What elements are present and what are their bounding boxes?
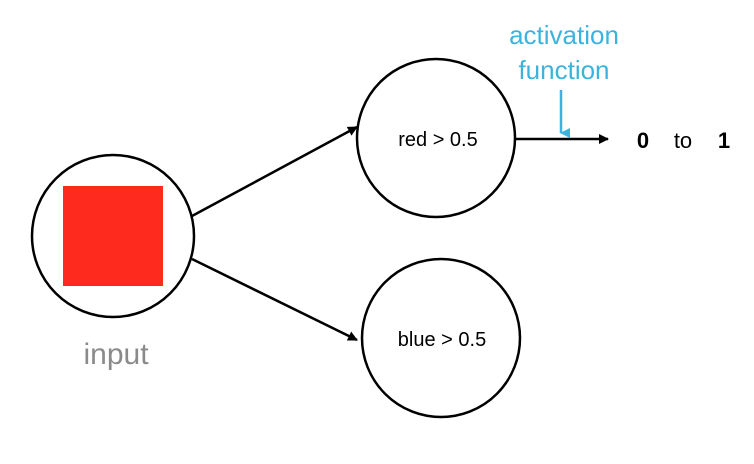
blue-threshold-node: blue > 0.5: [360, 257, 522, 419]
output-range-low: 0: [637, 128, 649, 153]
input-node: [30, 153, 196, 319]
output-range-to: to: [674, 128, 692, 153]
edge-input-to-red: [191, 125, 358, 218]
output-range-high: 1: [718, 128, 730, 153]
annotation-line-2: function: [518, 55, 609, 85]
blue-threshold-label: blue > 0.5: [398, 329, 486, 351]
annotation-line-1: activation: [509, 20, 619, 50]
input-label: input: [83, 338, 149, 371]
red-threshold-label: red > 0.5: [398, 129, 478, 151]
edge-input-to-blue: [191, 257, 358, 342]
red-threshold-node: red > 0.5: [355, 57, 517, 219]
input-color-swatch: [63, 186, 163, 286]
blue-threshold-node-circle: [360, 257, 522, 419]
